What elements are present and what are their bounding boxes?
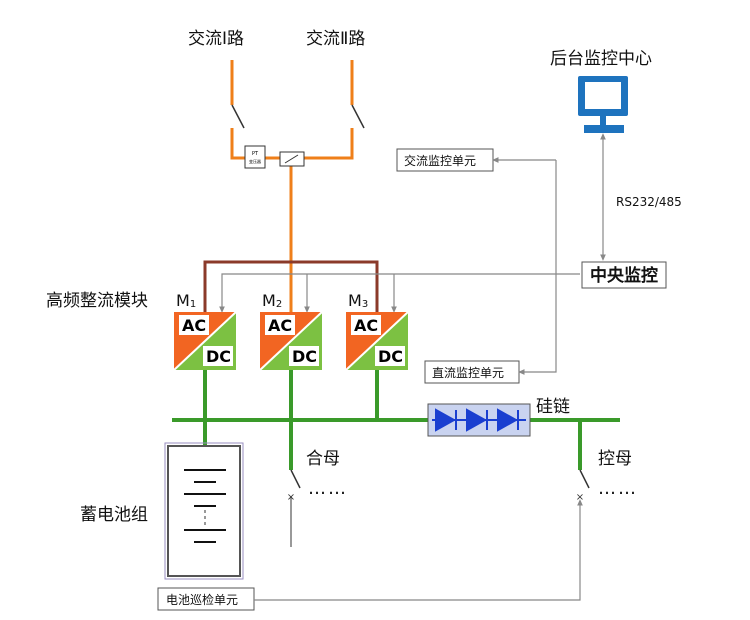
ac-switch-1 (231, 104, 245, 129)
diode-2 (466, 408, 488, 432)
control-bus-switch (579, 469, 590, 489)
ac-switch-2 (351, 104, 365, 129)
pt-transformer: PT 变压器 (244, 145, 266, 169)
battery-inspector-box (157, 587, 255, 611)
computer-monitor-icon (578, 76, 628, 133)
module-name-label: M1 (176, 291, 196, 310)
dc-bus (172, 370, 620, 470)
pt-label: PT (252, 151, 259, 157)
central-monitor-signal (219, 273, 580, 313)
module-ac-label: AC (354, 316, 378, 335)
module-ac-label: AC (182, 316, 206, 335)
ac-line-1-label: 交流Ⅰ路 (188, 29, 244, 49)
battery-group (164, 442, 244, 580)
central-monitor-box (581, 261, 667, 289)
svg-text:×: × (287, 492, 295, 503)
backend-center-label: 后台监控中心 (550, 49, 652, 69)
control-bus-label: 控母 (598, 449, 632, 469)
ac-line-2-label: 交流Ⅱ路 (306, 29, 365, 49)
module-ac-label: AC (268, 316, 292, 335)
silicon-chain-label: 硅链 (536, 397, 570, 417)
module-name-label: M3 (348, 291, 368, 310)
silicon-chain (427, 403, 531, 437)
dc-monitor-label: 直流监控单元 (432, 366, 504, 380)
rectifier-group-label: 高频整流模块 (46, 291, 148, 311)
diode-3 (497, 408, 519, 432)
ac-feed-lines (230, 60, 354, 315)
rs-link-label: RS232/485 (616, 195, 682, 209)
battery-inspector-label: 电池巡检单元 (166, 592, 238, 607)
module-dc-label: DC (292, 347, 317, 366)
ac-monitor-label: 交流监控单元 (404, 153, 476, 168)
pt-sub-label: 变压器 (249, 158, 261, 164)
closing-bus-label: 合母 (306, 449, 340, 469)
module-ac-bus (203, 260, 379, 315)
dc-monitor-signal (518, 160, 557, 375)
control-bus-dots: …… (598, 478, 638, 499)
closing-bus-dots: …… (308, 478, 348, 499)
closing-bus-switch (290, 469, 301, 489)
battery-inspector-signal (254, 499, 583, 601)
module-name-label: M2 (262, 291, 282, 310)
battery-group-label: 蓄电池组 (80, 505, 148, 525)
diode-1 (435, 408, 457, 432)
module-dc-label: DC (206, 347, 231, 366)
module-dc-label: DC (378, 347, 403, 366)
svg-text:×: × (576, 492, 584, 503)
central-monitor-label: 中央监控 (590, 265, 658, 286)
transfer-switch (279, 151, 305, 167)
